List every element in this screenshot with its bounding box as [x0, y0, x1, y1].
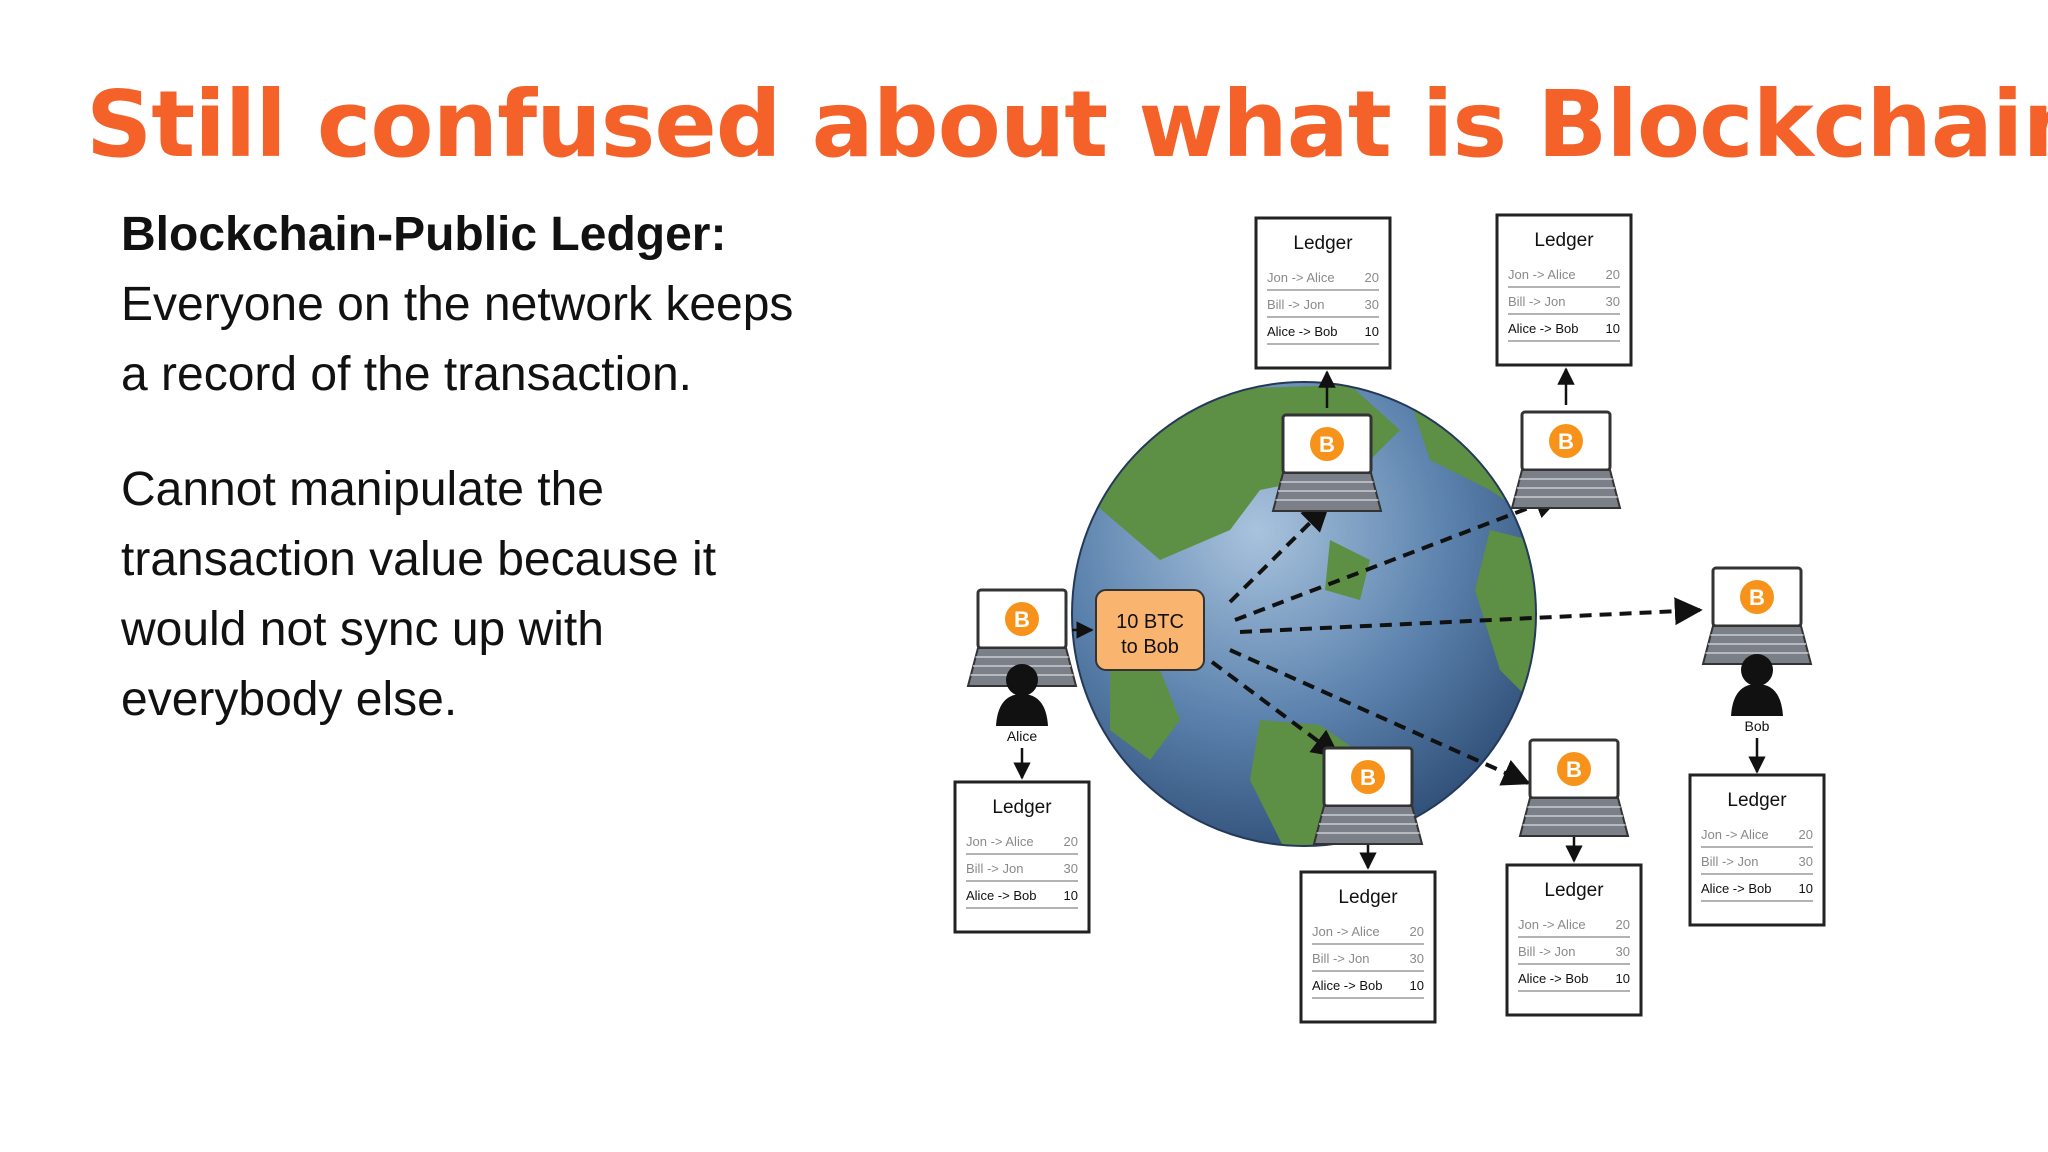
manipulation-line-4: everybody else.	[121, 673, 458, 726]
broadcast-arrow	[1239, 597, 1703, 634]
ledger-entry: Jon -> Alice	[1267, 270, 1335, 285]
bitcoin-icon: B	[1351, 760, 1385, 794]
laptop-top-right-icon: B	[1510, 410, 1622, 509]
bitcoin-icon: B	[1740, 580, 1774, 614]
ledger-title: Ledger	[1534, 230, 1594, 251]
ledger-amount: 10	[1606, 321, 1620, 336]
public-ledger-line-1: Everyone on the network keeps	[121, 278, 794, 331]
bitcoin-icon: B	[1005, 602, 1039, 636]
ledger-entry: Bill -> Jon	[1312, 951, 1369, 966]
broadcast-arrow	[1228, 503, 1330, 604]
ledger-entry: Alice -> Bob	[966, 888, 1036, 903]
public-ledger-paragraph: Blockchain-Public Ledger: Everyone on th…	[121, 200, 901, 410]
svg-text:B: B	[1566, 757, 1582, 782]
ledger-title: Ledger	[1544, 880, 1604, 901]
manipulation-paragraph: Cannot manipulate the transaction value …	[121, 455, 901, 735]
bitcoin-icon: B	[1557, 752, 1591, 786]
ledger-entry: Alice -> Bob	[1508, 321, 1578, 336]
laptop-bob-icon: B	[1701, 566, 1813, 665]
laptop-bottom-right-icon: B	[1518, 738, 1630, 837]
ledger-entry: Bill -> Jon	[1267, 297, 1324, 312]
ledger-title: Ledger	[1338, 887, 1398, 908]
ledger-amount: 30	[1410, 951, 1424, 966]
ledger-amount: 30	[1616, 944, 1630, 959]
ledger-entry: Bill -> Jon	[966, 861, 1023, 876]
ledger-entry: Alice -> Bob	[1267, 324, 1337, 339]
svg-text:B: B	[1360, 765, 1376, 790]
ledger-amount: 10	[1799, 881, 1813, 896]
ledger-amount: 20	[1064, 834, 1078, 849]
manipulation-line-2: transaction value because it	[121, 533, 717, 586]
ledger-arrows	[1013, 367, 1766, 870]
ledger-entry: Alice -> Bob	[1701, 881, 1771, 896]
alice-person-icon	[996, 664, 1048, 726]
public-ledger-line-2: a record of the transaction.	[121, 348, 692, 401]
laptop-top-left-icon: B	[1271, 413, 1383, 512]
ledger-amount: 20	[1365, 270, 1379, 285]
ledger-amount: 10	[1410, 978, 1424, 993]
ledger-amount: 20	[1606, 267, 1620, 282]
ledger-title: Ledger	[1293, 233, 1353, 254]
ledger-entry: Alice -> Bob	[1312, 978, 1382, 993]
laptop-bottom-left-icon: B	[1312, 746, 1424, 845]
ledger-entry: Jon -> Alice	[1508, 267, 1576, 282]
ledger-amount: 20	[1616, 917, 1630, 932]
ledger-amount: 30	[1064, 861, 1078, 876]
broadcast-arrow	[1234, 491, 1563, 622]
ledger-amount: 30	[1365, 297, 1379, 312]
ledger-entry: Jon -> Alice	[1312, 924, 1380, 939]
ledger-entry: Bill -> Jon	[1518, 944, 1575, 959]
bob-label: Bob	[1745, 718, 1770, 734]
svg-text:B: B	[1749, 585, 1765, 610]
alice-label: Alice	[1007, 728, 1038, 744]
bob-person-icon	[1731, 654, 1783, 716]
svg-text:B: B	[1558, 429, 1574, 454]
ledger-amount: 10	[1365, 324, 1379, 339]
public-ledger-heading: Blockchain-Public Ledger:	[121, 208, 727, 261]
ledger-amount: 10	[1616, 971, 1630, 986]
svg-text:B: B	[1014, 607, 1030, 632]
ledger-entry: Bill -> Jon	[1701, 854, 1758, 869]
svg-text:B: B	[1319, 432, 1335, 457]
ledger-title: Ledger	[1727, 790, 1787, 811]
page-title: Still confused about what is Blockchain?	[86, 71, 2048, 178]
manipulation-line-1: Cannot manipulate the	[121, 463, 604, 516]
bitcoin-icon: B	[1549, 424, 1583, 458]
transaction-box: 10 BTC to Bob	[1095, 589, 1205, 671]
bitcoin-icon: B	[1310, 427, 1344, 461]
ledger-amount: 20	[1799, 827, 1813, 842]
broadcast-arrow	[1210, 660, 1341, 758]
broadcast-arrow	[1229, 648, 1531, 786]
ledger-entry: Jon -> Alice	[1518, 917, 1586, 932]
ledger-amount: 10	[1064, 888, 1078, 903]
transaction-amount: 10 BTC	[1116, 611, 1184, 633]
ledger-entry: Jon -> Alice	[1701, 827, 1769, 842]
ledger-amount: 30	[1799, 854, 1813, 869]
transaction-recipient: to Bob	[1121, 636, 1179, 658]
ledger-title: Ledger	[992, 797, 1052, 818]
ledger-entry: Jon -> Alice	[966, 834, 1034, 849]
ledger-entry: Bill -> Jon	[1508, 294, 1565, 309]
ledger-amount: 20	[1410, 924, 1424, 939]
manipulation-line-3: would not sync up with	[121, 603, 604, 656]
ledger-entry: Alice -> Bob	[1518, 971, 1588, 986]
broadcast-arrows	[1210, 491, 1703, 786]
ledger-amount: 30	[1606, 294, 1620, 309]
